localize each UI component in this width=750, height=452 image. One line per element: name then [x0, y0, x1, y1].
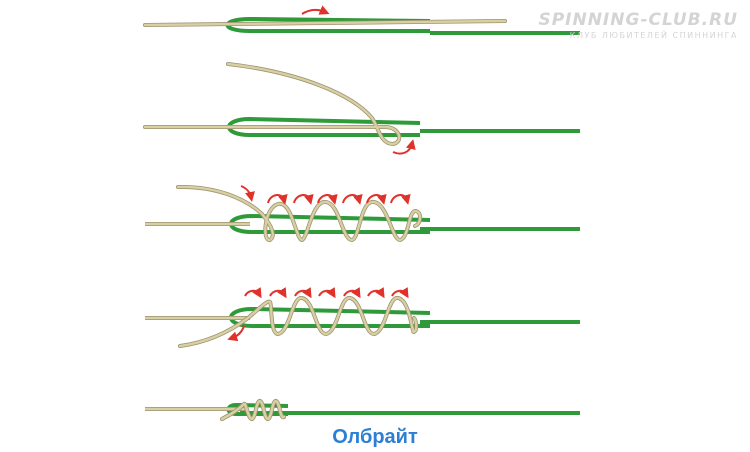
- watermark-subtitle: КЛУБ ЛЮБИТЕЛЕЙ СПИННИНГА: [569, 31, 738, 40]
- main-line-loop: [229, 213, 431, 234]
- direction-arrow: [267, 193, 288, 205]
- direction-arrow: [301, 5, 330, 15]
- step-1: [143, 5, 580, 35]
- direction-arrow: [294, 287, 312, 299]
- direction-arrow: [269, 287, 287, 299]
- leader-line: [143, 62, 402, 147]
- direction-arrow: [244, 287, 262, 299]
- direction-arrow: [317, 193, 338, 205]
- direction-arrow: [227, 325, 245, 342]
- direction-arrow: [342, 193, 363, 205]
- step-5: [145, 398, 580, 422]
- watermark: SPINNING-CLUB.RU КЛУБ ЛЮБИТЕЛЕЙ СПИННИНГ…: [538, 10, 738, 40]
- step-2: [143, 62, 580, 155]
- watermark-title: SPINNING-CLUB.RU: [538, 10, 738, 30]
- direction-arrow: [390, 193, 411, 205]
- step-4: [145, 287, 580, 348]
- leader-line: [143, 19, 507, 27]
- coil-wraps: [176, 185, 422, 242]
- main-line-loop: [229, 306, 431, 328]
- direction-arrow: [343, 287, 361, 299]
- direction-arrow: [240, 185, 255, 202]
- direction-arrow: [391, 287, 409, 299]
- leader-line: [143, 62, 401, 146]
- direction-arrow: [366, 193, 387, 205]
- coil-wraps: [178, 296, 419, 348]
- direction-arrow: [392, 139, 416, 155]
- direction-arrow: [318, 287, 336, 299]
- direction-arrow: [293, 193, 314, 205]
- coil-wraps: [178, 296, 418, 348]
- coil-wraps: [220, 399, 286, 421]
- step-3: [145, 184, 580, 243]
- knot-name-caption: Олбрайт: [332, 426, 418, 448]
- direction-arrow: [367, 287, 385, 299]
